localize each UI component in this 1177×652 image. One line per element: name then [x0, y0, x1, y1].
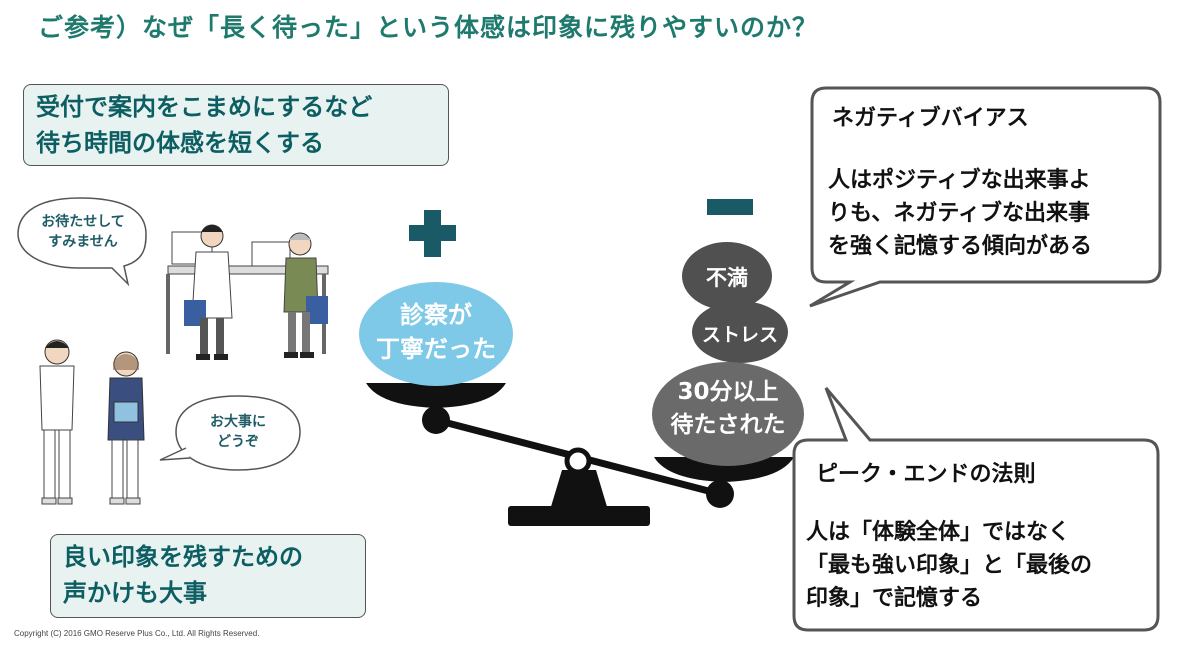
peak-end-body: 人は「体験全体」ではなく 「最も強い印象」と「最後の 印象」で記憶する [806, 520, 1093, 611]
tip-box-top: 受付で案内をこまめにするなど 待ち時間の体感を短くする [23, 84, 449, 166]
speech-care-text: お大事に どうぞ [210, 414, 266, 450]
tip-top-line-1: 受付で案内をこまめにするなど [36, 93, 373, 121]
stress-label: ストレス [701, 324, 778, 346]
positive-ball-label: 診察が 丁寧だった [376, 301, 496, 363]
tip-top-line-2: 待ち時間の体感を短くする [36, 129, 324, 157]
negative-ball-wait [652, 362, 804, 466]
minus-sign-icon [707, 199, 753, 215]
peak-end-title: ピーク・エンドの法則 [816, 462, 1036, 487]
negative-bias-title: ネガティブバイアス [832, 106, 1029, 131]
staff-illustration [39, 339, 145, 505]
wait-label: 30分以上 待たされた [670, 379, 786, 438]
page-title: ご参考）なぜ「長く待った」という体感は印象に残りやすいのか？ [38, 13, 819, 42]
tip-bottom-line-2: 声かけも大事 [63, 579, 207, 607]
balance-scale [366, 383, 794, 526]
tip-box-bottom: 良い印象を残すための 声かけも大事 [50, 534, 366, 618]
copyright-notice: Copyright (C) 2016 GMO Reserve Plus Co.,… [14, 629, 260, 638]
speech-wait-text: お待たせして すみません [41, 214, 125, 250]
plus-sign-icon [409, 210, 456, 257]
tip-bottom-line-1: 良い印象を残すための [63, 543, 303, 571]
speech-bubble-wait [17, 197, 147, 287]
callout-peak-end [792, 387, 1160, 632]
callout-negative-bias [809, 86, 1162, 308]
dissatisfaction-label: 不満 [706, 266, 748, 290]
doctor-patient-illustration [166, 224, 329, 360]
negative-bias-body: 人はポジティブな出来事よ りも、ネガティブな出来事 を強く記憶する傾向がある [828, 168, 1093, 259]
positive-weight-ball [359, 282, 513, 386]
speech-bubble-care [159, 395, 301, 471]
negative-ball-dissatisfaction [682, 242, 772, 310]
negative-ball-stress [692, 301, 788, 363]
